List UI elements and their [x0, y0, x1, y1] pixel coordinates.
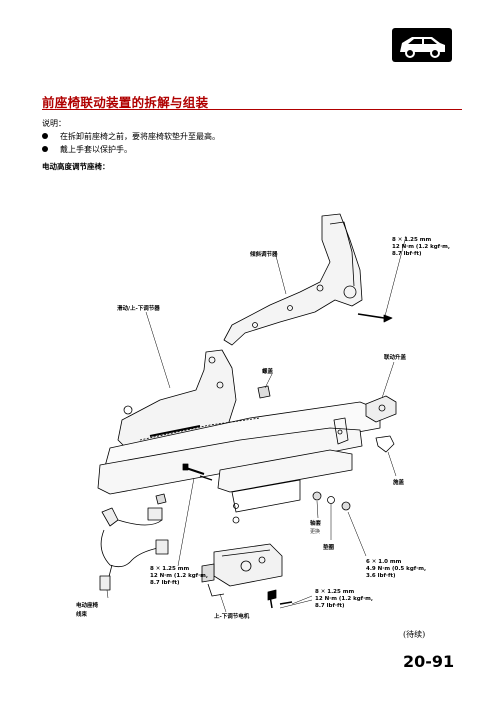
bullet-icon: [42, 146, 48, 152]
harness-label-line1: 电动座椅: [76, 603, 99, 609]
torque-spec-bottom-right: 8 ✕ 1.25 mm 12 N·m (1.2 kgf·m, 8.7 lbf·f…: [315, 589, 373, 609]
motor-label: 上-下调节电机: [214, 614, 250, 620]
note-text: 在拆卸前座椅之前，要将座椅软垫升至最高。: [60, 132, 220, 141]
torque-spec-top-right: 8 ✕ 1.25 mm 12 N·m (1.2 kgf·m, 8.7 lbf·f…: [392, 237, 450, 257]
note-item: 戴上手套以保护手。: [42, 144, 132, 155]
bullet-icon: [42, 133, 48, 139]
torque-spec-mid-right: 6 ✕ 1.0 mm 4.9 N·m (0.5 kgf·m, 3.6 lbf·f…: [366, 559, 427, 579]
harness-label-line2: 线束: [76, 612, 88, 618]
page-number: 20-91: [403, 652, 455, 671]
bushing-replace-note: 更换: [310, 529, 321, 535]
section-heading: 电动高度调节座椅：: [42, 162, 110, 171]
note-text: 戴上手套以保护手。: [60, 145, 132, 154]
page-title: 前座椅联动装置的拆解与组装: [42, 95, 209, 110]
torque-spec-bottom-left: 8 ✕ 1.25 mm 12 N·m (1.2 kgf·m, 8.7 lbf·f…: [150, 566, 208, 586]
recline-adjuster-label: 倾斜调节器: [250, 252, 278, 258]
link-lift-cover-label: 联动升盖: [384, 355, 407, 361]
spring-retainer-label: 施盖: [393, 480, 405, 486]
nut-cap-label: 螺盖: [262, 369, 274, 375]
continued-note: (待续): [403, 630, 426, 639]
note-item: 在拆卸前座椅之前，要将座椅软垫升至最高。: [42, 131, 220, 142]
slide-adjuster-label: 滑动/上-下调节器: [117, 306, 160, 312]
title-divider: [42, 109, 462, 110]
car-icon: [392, 28, 452, 62]
washer-label: 垫圈: [323, 545, 335, 551]
bushing-label: 轴套: [310, 521, 322, 527]
notes-label: 说明：: [42, 119, 66, 128]
